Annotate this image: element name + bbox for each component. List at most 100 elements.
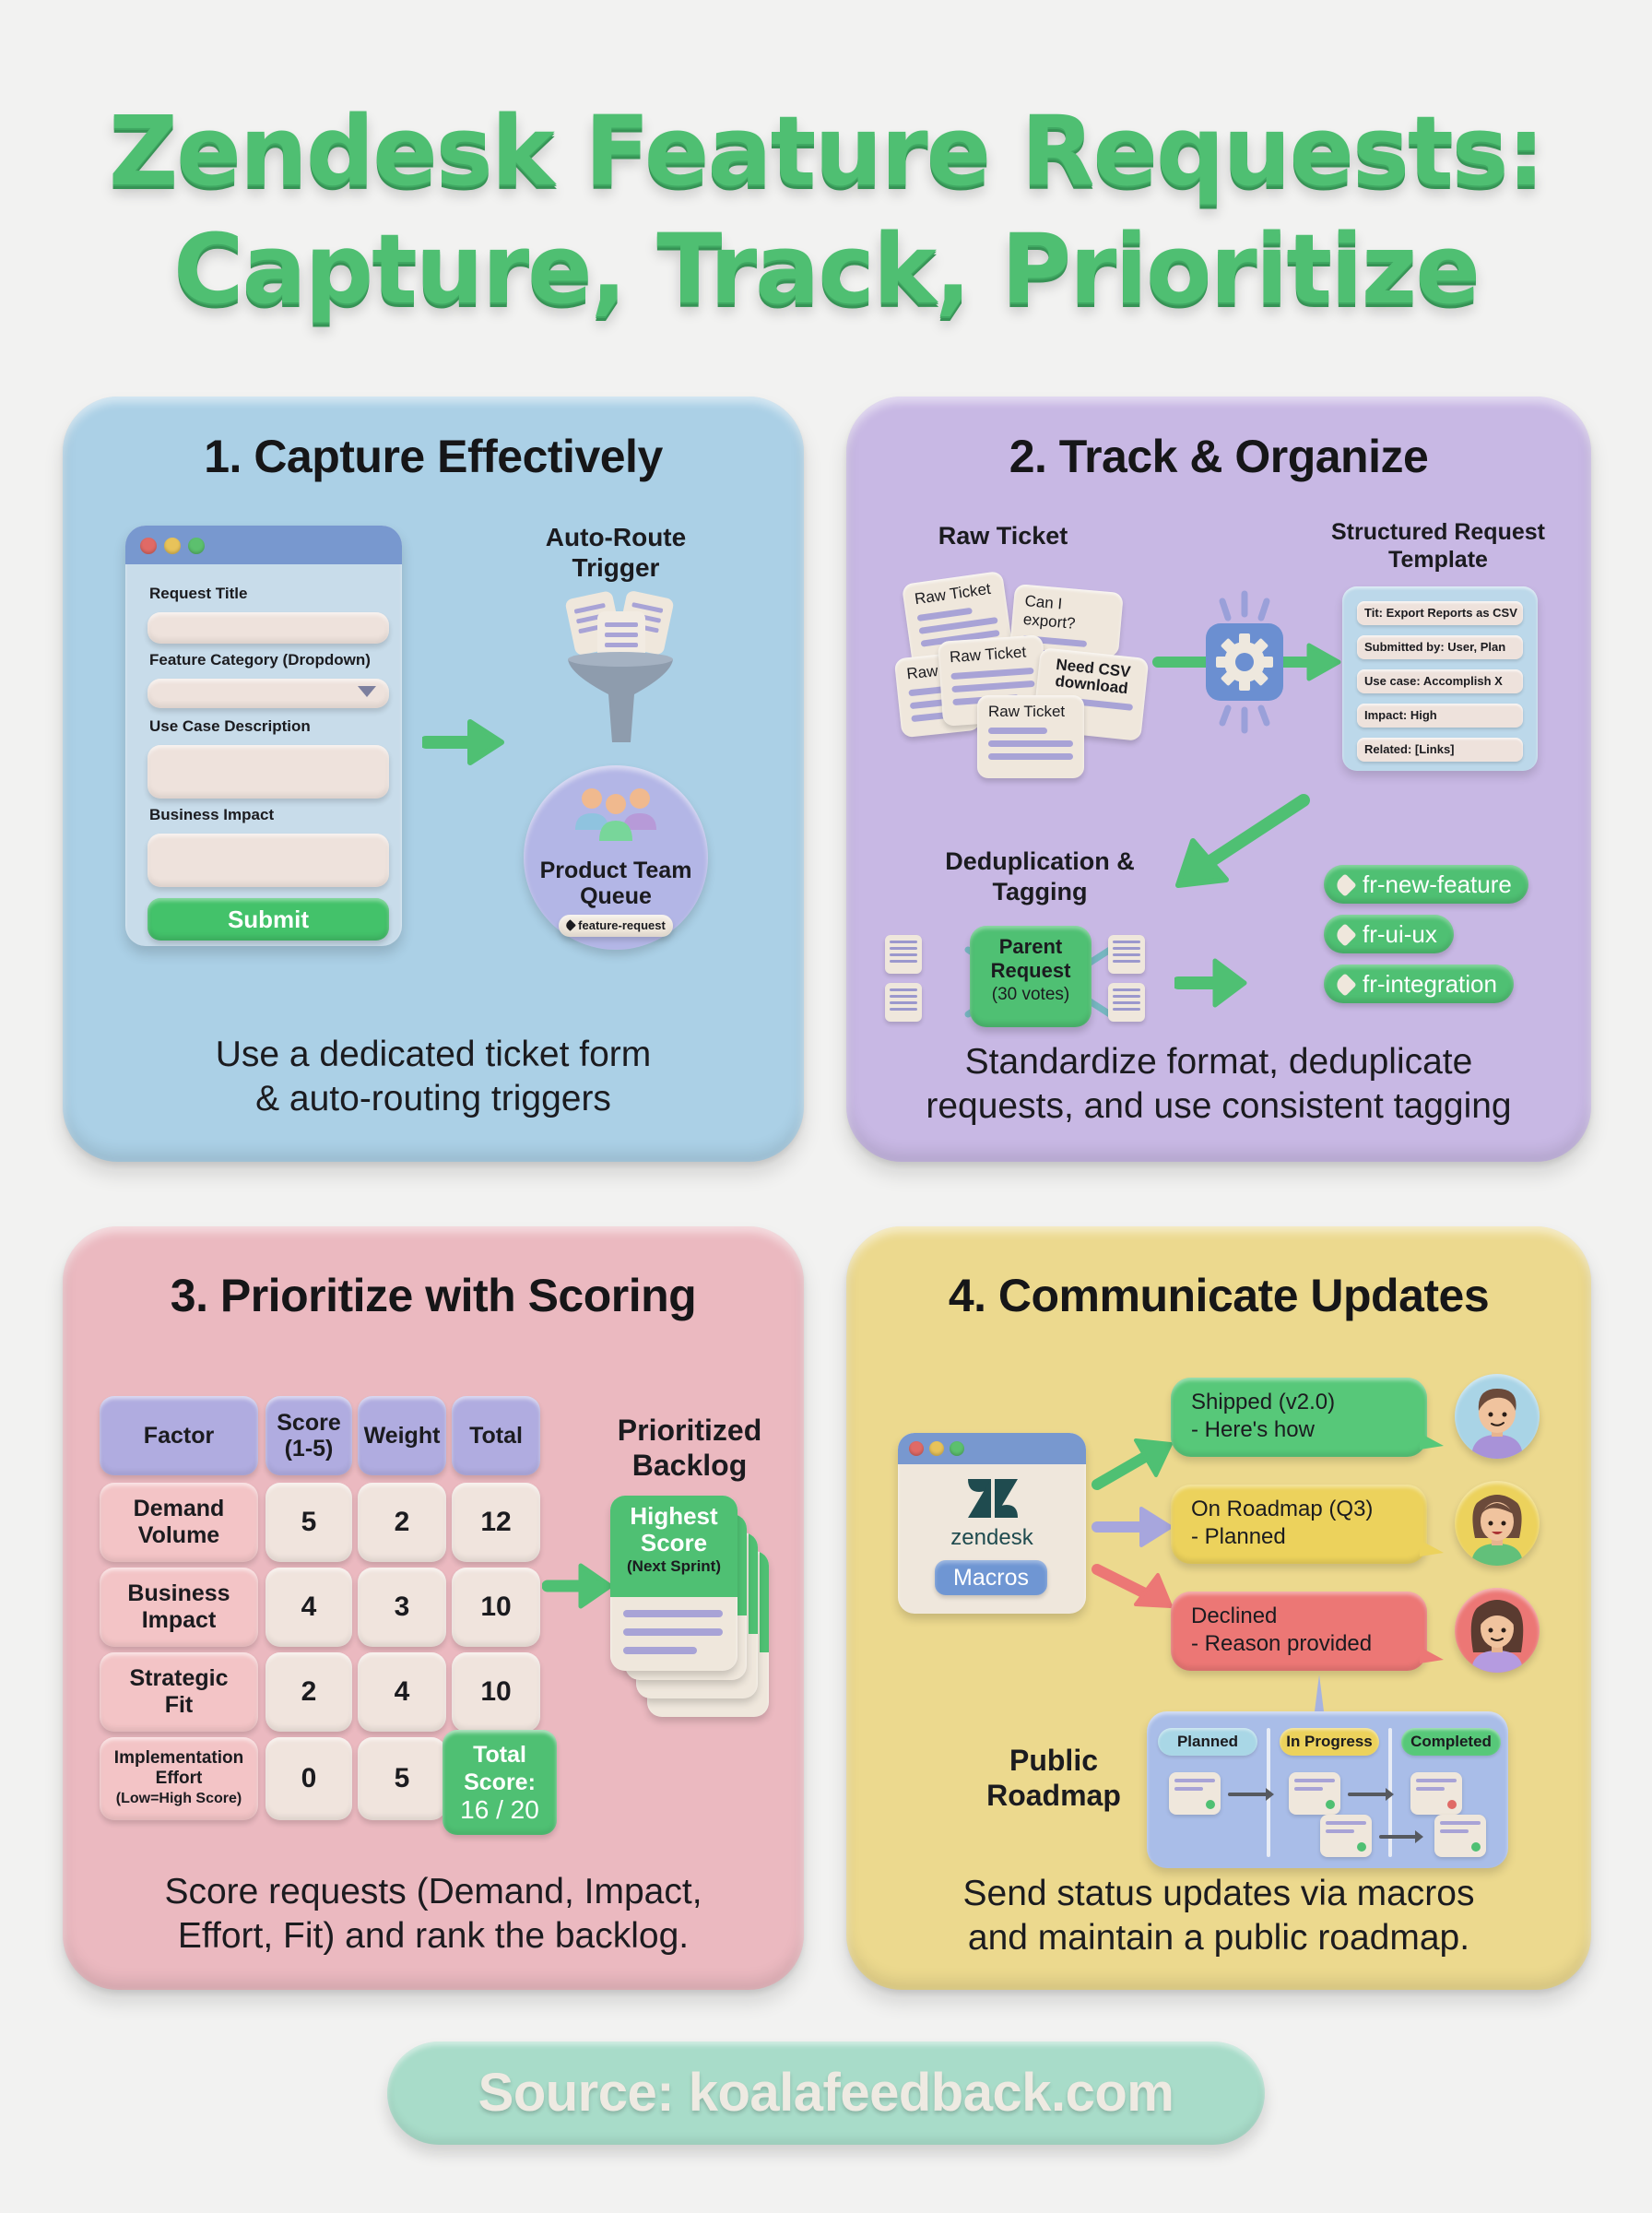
- factor-business-impact: Business Impact: [100, 1568, 258, 1647]
- tag-fr-integration[interactable]: fr-integration: [1324, 964, 1514, 1003]
- tag-icon: [564, 919, 577, 931]
- submit-button[interactable]: Submit: [148, 898, 389, 941]
- person-icon: [1470, 1600, 1524, 1673]
- roadmap-card: [1410, 1772, 1462, 1815]
- tag-icon: [1333, 923, 1357, 947]
- arrow-right-icon: [1228, 1788, 1274, 1801]
- close-dot-icon: [909, 1441, 924, 1456]
- roadmap-card: [1289, 1772, 1340, 1815]
- panel-communicate: 4. Communicate Updates zendesk Macros Sh…: [846, 1226, 1591, 1990]
- window-titlebar: [125, 526, 402, 564]
- person-icon: [1471, 1389, 1523, 1459]
- feature-category-dropdown[interactable]: [148, 679, 389, 708]
- duplicate-ticket-icon: [1108, 983, 1145, 1022]
- duplicate-ticket-icon: [1108, 935, 1145, 974]
- window-titlebar: [898, 1433, 1086, 1464]
- table-header-score: Score (1-5): [266, 1396, 352, 1475]
- infographic-title: Zendesk Feature Requests: Capture, Track…: [0, 92, 1652, 328]
- auto-route-label: Auto-Route Trigger: [545, 523, 687, 582]
- total-cell: 10: [452, 1568, 540, 1647]
- minimize-dot-icon: [164, 538, 181, 554]
- template-row: Impact: High: [1357, 704, 1523, 728]
- weight-cell: 4: [358, 1652, 446, 1732]
- business-impact-label: Business Impact: [149, 806, 275, 823]
- public-roadmap-board: Planned In Progress Completed: [1147, 1711, 1508, 1868]
- total-score-badge: Total Score: 16 / 20: [442, 1730, 557, 1835]
- panel-caption: Send status updates via macros and maint…: [962, 1874, 1475, 1958]
- connector-spike: [1315, 1675, 1324, 1711]
- panel-caption: Standardize format, deduplicate requests…: [926, 1042, 1512, 1126]
- arrow-right-icon: [1348, 1788, 1394, 1801]
- minimize-dot-icon: [929, 1441, 944, 1456]
- zendesk-wordmark: zendesk: [950, 1525, 1033, 1550]
- request-title-input[interactable]: [148, 612, 389, 644]
- template-row: Submitted by: User, Plan: [1357, 635, 1523, 659]
- template-heading: Structured Request Template: [1331, 519, 1545, 573]
- duplicate-ticket-icon: [885, 983, 922, 1022]
- weight-cell: 2: [358, 1483, 446, 1562]
- template-row: Related: [Links]: [1357, 738, 1523, 762]
- weight-cell: 5: [358, 1737, 446, 1820]
- request-title-label: Request Title: [149, 585, 248, 602]
- close-dot-icon: [140, 538, 157, 554]
- factor-strategic-fit: Strategic Fit: [100, 1652, 258, 1732]
- parent-request-card: Parent Request (30 votes): [970, 926, 1092, 1027]
- score-cell: 0: [266, 1737, 352, 1820]
- feature-category-label: Feature Category (Dropdown): [149, 651, 371, 669]
- queue-label: Product Team Queue: [539, 858, 692, 909]
- customer-avatar: [1455, 1588, 1540, 1673]
- status-bubble-shipped: Shipped (v2.0) - Here's how: [1171, 1378, 1444, 1457]
- dedup-heading: Deduplication & Tagging: [945, 847, 1135, 905]
- arrow-down-left-icon: [1175, 794, 1310, 888]
- customer-avatar: [1455, 1481, 1540, 1566]
- weight-cell: 3: [358, 1568, 446, 1647]
- panel-track: 2. Track & Organize Raw Ticket Raw Ticke…: [846, 396, 1591, 1162]
- table-header-weight: Weight: [358, 1396, 446, 1475]
- table-header-factor: Factor: [100, 1396, 258, 1475]
- tag-icon: [1333, 973, 1357, 997]
- score-cell: 4: [266, 1568, 352, 1647]
- total-cell: 10: [452, 1652, 540, 1732]
- panel-caption: Use a dedicated ticket form & auto-routi…: [215, 1035, 652, 1118]
- public-roadmap-label: Public Roadmap: [986, 1744, 1121, 1812]
- table-header-total: Total: [452, 1396, 540, 1475]
- template-row: Tit: Export Reports as CSV: [1357, 601, 1523, 625]
- panel-title: 4. Communicate Updates: [948, 1270, 1490, 1321]
- arrow-right-icon: [1174, 958, 1247, 1008]
- raw-ticket-card: Raw Ticket: [977, 695, 1084, 778]
- panel-title: 3. Prioritize with Scoring: [170, 1270, 697, 1321]
- top-priority-card: Highest Score (Next Sprint): [610, 1496, 738, 1671]
- team-icon: [575, 788, 656, 841]
- tag-fr-new-feature[interactable]: fr-new-feature: [1324, 865, 1528, 904]
- tag-fr-ui-ux[interactable]: fr-ui-ux: [1324, 915, 1454, 953]
- panel-caption: Score requests (Demand, Impact, Effort, …: [164, 1872, 702, 1956]
- use-case-textarea[interactable]: [148, 745, 389, 799]
- person-icon: [1471, 1495, 1523, 1566]
- roadmap-card: [1320, 1815, 1372, 1857]
- roadmap-column-planned: Planned: [1158, 1728, 1257, 1756]
- business-impact-textarea[interactable]: [148, 834, 389, 887]
- macros-button[interactable]: Macros: [935, 1560, 1047, 1595]
- request-form-window: Request Title Feature Category (Dropdown…: [125, 526, 402, 946]
- structured-template-card: Tit: Export Reports as CSV Submitted by:…: [1342, 586, 1538, 771]
- zendesk-macros-window: zendesk Macros: [898, 1433, 1086, 1614]
- title-line-1: Zendesk Feature Requests:: [108, 95, 1545, 207]
- macro-branch-arrows: [1092, 1438, 1173, 1608]
- tag-icon: [1333, 873, 1357, 897]
- maximize-dot-icon: [950, 1441, 964, 1456]
- panel-capture: 1. Capture Effectively Request Title Fea…: [63, 396, 804, 1162]
- panel-prioritize: 3. Prioritize with Scoring Factor Score …: [63, 1226, 804, 1990]
- customer-avatar: [1455, 1374, 1540, 1459]
- roadmap-column-in-progress: In Progress: [1280, 1728, 1379, 1756]
- source-credit: Source: koalafeedback.com: [387, 2041, 1265, 2145]
- status-bubble-declined: Declined - Reason provided: [1171, 1592, 1444, 1671]
- arrow-right-icon: [422, 719, 504, 765]
- funnel-icon: [565, 591, 674, 742]
- arrow-right-icon: [542, 1563, 613, 1609]
- roadmap-card: [1434, 1815, 1486, 1857]
- feature-request-tag: feature-request: [559, 915, 673, 937]
- panel-title: 2. Track & Organize: [1009, 431, 1429, 482]
- arrow-right-icon: [1379, 1830, 1423, 1843]
- total-cell: 12: [452, 1483, 540, 1562]
- roadmap-column-completed: Completed: [1401, 1728, 1501, 1756]
